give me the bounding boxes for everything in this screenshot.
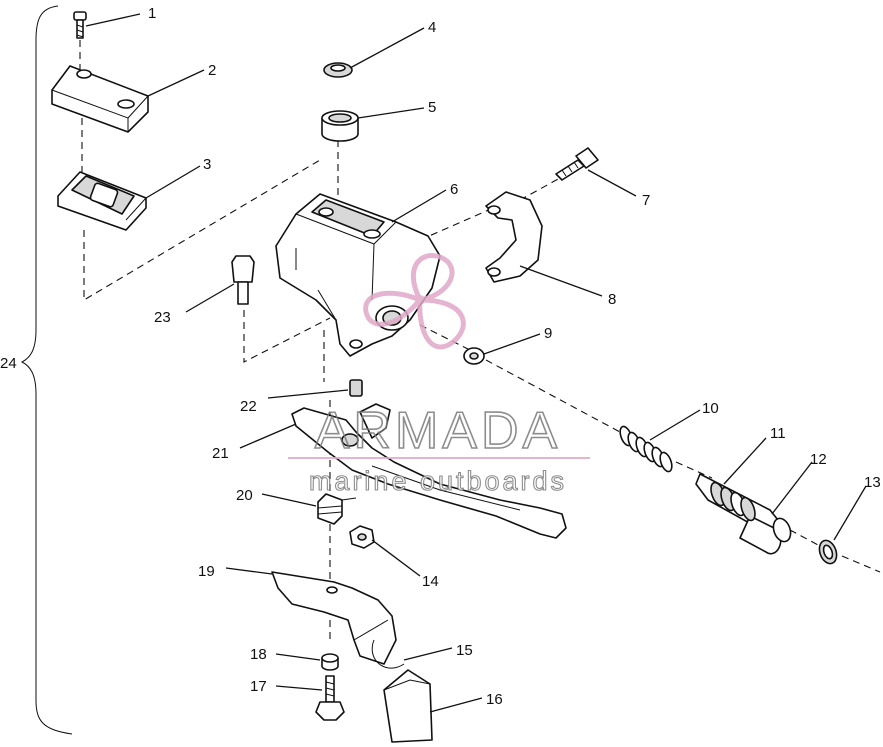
label-9: 9 [544,325,552,342]
part-5-bushing [321,110,359,142]
propeller-logo-icon [363,253,466,350]
label-8: 8 [608,291,616,308]
label-4: 4 [428,19,436,36]
label-2: 2 [208,62,216,79]
part-13-oring [818,539,838,565]
part-21-brake-lever [291,403,567,539]
part-11-12-piston [695,473,792,555]
label-22: 22 [240,398,257,415]
label-7: 7 [642,192,650,209]
label-3: 3 [203,156,211,173]
label-13: 13 [864,474,881,491]
label-24: 24 [0,355,17,372]
label-10: 10 [702,400,719,417]
label-21: 21 [212,445,229,462]
part-9-washer [463,347,485,365]
label-14: 14 [422,573,439,590]
part-14-nut [349,525,375,549]
armada-watermark: ARMADA marine outboards [288,253,590,497]
part-8-clamp [485,191,543,283]
label-5: 5 [428,99,436,116]
label-16: 16 [486,691,503,708]
part-20-spring [317,493,357,525]
brand-watermark-text: ARMADA [315,402,561,460]
part-3-diaphragm [57,171,147,231]
part-number-labels: 1 2 3 4 5 6 7 8 9 10 11 12 13 14 15 16 1… [0,5,881,708]
part-23-pivot-bolt [231,255,255,305]
assembly-bracket [20,5,73,735]
label-18: 18 [250,646,267,663]
label-23: 23 [154,309,171,326]
part-10-spring [619,425,673,473]
part-7-bolt [555,147,599,181]
label-15: 15 [456,642,473,659]
part-2-reservoir-cover [51,65,149,133]
label-20: 20 [236,487,253,504]
part-18-bushing [321,653,339,671]
label-19: 19 [198,563,215,580]
label-12: 12 [810,451,827,468]
leader-lines [85,13,867,713]
tagline-watermark-text: marine outboards [309,466,567,496]
label-1: 1 [148,5,156,22]
part-22-plug [349,379,363,397]
part-17-bolt [315,675,345,721]
part-4-oring [323,62,353,78]
part-15-clip [371,639,405,669]
label-6: 6 [450,181,458,198]
part-6-master-cylinder-body [275,193,441,357]
label-11: 11 [770,425,786,442]
label-17: 17 [250,678,267,695]
part-19-bracket [271,571,397,665]
part-1-screw [73,11,87,39]
part-16-tag [383,669,433,743]
